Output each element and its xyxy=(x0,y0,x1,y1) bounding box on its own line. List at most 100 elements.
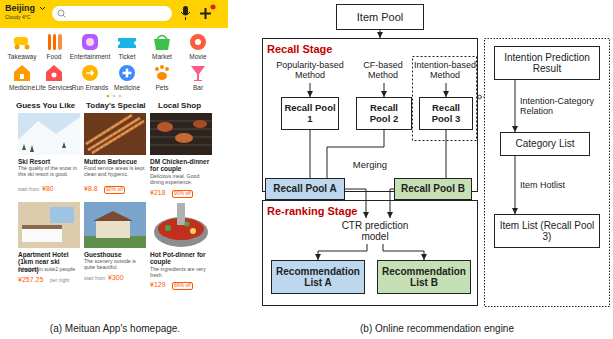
tab-label: Today's Special xyxy=(86,101,156,110)
card-title: DM Chicken-dinner for couple xyxy=(150,158,212,173)
life-services-icon xyxy=(52,73,57,78)
connector xyxy=(515,80,516,132)
price-note: start from xyxy=(18,187,44,193)
pool-box: Item Pool xyxy=(336,4,424,30)
movie-icon xyxy=(195,39,201,45)
chicken-photo xyxy=(175,133,193,143)
hotel-photo xyxy=(50,207,74,223)
errands-icon xyxy=(86,71,93,76)
takeaway-icon xyxy=(15,45,20,50)
connector xyxy=(446,130,447,178)
node-text: Intention Prediction Result xyxy=(497,52,597,75)
chicken-photo xyxy=(150,113,212,155)
movie-icon xyxy=(190,34,206,50)
price: ¥218 xyxy=(150,189,170,197)
icon-label: Pets xyxy=(139,84,185,91)
card-text: Delicious meal. Good dining experience. xyxy=(150,174,212,186)
ski-photo xyxy=(18,117,80,155)
food-icon xyxy=(58,34,62,50)
price: ¥129 xyxy=(150,281,170,289)
node-text: Recommendation List A xyxy=(274,266,362,289)
price-note: start from xyxy=(84,276,110,282)
icon-label: Life Services xyxy=(31,84,77,91)
barbecue-photo xyxy=(86,115,144,153)
discount-badge: 90% off xyxy=(104,186,125,194)
chicken-photo xyxy=(150,121,212,145)
icon-label: Medicine xyxy=(104,84,150,91)
node-text: Recall Pool 2 xyxy=(359,103,409,125)
search-box xyxy=(52,6,172,21)
merged-pool-box: Recall Pool B xyxy=(394,178,472,200)
tab-label: Local Shop xyxy=(158,101,220,110)
medicine-icon xyxy=(14,65,30,81)
mic-icon xyxy=(185,17,186,20)
node-text: Recall Pool B xyxy=(401,183,465,195)
ski-photo xyxy=(22,142,66,152)
hotel-photo xyxy=(18,202,80,248)
connector xyxy=(384,83,385,97)
plus-icon xyxy=(200,8,211,19)
hotpot-photo xyxy=(185,222,190,227)
pets-icon xyxy=(160,65,164,69)
stage-title: Recall Stage xyxy=(263,41,336,58)
recall-pool-box: Recall Pool 1 xyxy=(281,97,339,130)
discount-badge: 66% off xyxy=(172,282,193,290)
weather: Cloudy 4°C xyxy=(5,15,51,21)
city-name: Beijing xyxy=(5,3,41,13)
card-text: The scenery outside is quite beautiful. xyxy=(84,259,146,271)
result-list-box: Recommendation List A xyxy=(271,260,365,294)
page-dot xyxy=(113,95,116,98)
mic-icon xyxy=(183,6,188,15)
node-text: Recall Pool 1 xyxy=(284,103,336,125)
guesthouse-photo xyxy=(93,211,133,221)
price: ¥300 xyxy=(108,274,130,282)
page-dot xyxy=(107,95,110,98)
ski-photo xyxy=(18,113,80,155)
food-icon xyxy=(48,34,51,50)
hotpot-photo xyxy=(177,203,185,225)
method-text: Intention-based Method xyxy=(413,57,477,83)
errands-icon xyxy=(82,65,98,81)
ticket-icon xyxy=(118,38,136,48)
recall-pool-box: Recall Pool 2 xyxy=(356,97,412,130)
bar-icon xyxy=(191,66,205,81)
hotpot-photo xyxy=(165,225,171,231)
takeaway-icon xyxy=(25,45,30,50)
badge-dot xyxy=(211,5,216,10)
node-text: Item List (Recall Pool 3) xyxy=(497,220,597,243)
price: ¥80 xyxy=(42,185,64,193)
price: ¥257.25 xyxy=(18,276,50,284)
price-note: per night xyxy=(50,278,78,284)
process-box: Item List (Recall Pool 3) xyxy=(494,214,600,248)
connector xyxy=(310,83,311,97)
link-line xyxy=(481,97,484,98)
top-bar xyxy=(0,0,228,28)
chicken-photo xyxy=(193,120,207,128)
caption: (b) Online recommendation engine xyxy=(262,323,612,335)
medicine-icon xyxy=(119,65,135,81)
connector xyxy=(380,30,381,38)
hotpot-photo xyxy=(190,228,196,234)
icon-label: Market xyxy=(139,53,185,60)
guesthouse-photo xyxy=(84,202,146,248)
caption: (a) Meituan App's homepage. xyxy=(0,323,230,335)
entertainment-icon xyxy=(82,34,98,50)
medicine-icon xyxy=(20,74,24,79)
merged-pool-box: Recall Pool A xyxy=(265,178,345,200)
hotel-photo xyxy=(22,225,62,229)
icon-label: Entertainment xyxy=(67,53,113,60)
result-list-box: Recommendation List B xyxy=(377,260,471,294)
node-text: Popularity-based Method xyxy=(268,60,352,81)
search-icon xyxy=(63,15,66,18)
pets-icon xyxy=(157,72,167,80)
card-title: Guesthouse xyxy=(84,251,146,258)
food-icon xyxy=(53,34,56,50)
recall-pool-box: Recall Pool 3 xyxy=(419,97,473,130)
method-text: CF-based Method xyxy=(356,57,410,83)
icon-label: Movie xyxy=(175,53,221,60)
dotted-panel xyxy=(485,39,610,307)
life-services-icon xyxy=(46,65,62,81)
merge-label: Merging xyxy=(345,160,395,171)
stage-region: Re-ranking StageCTR prediction modelReco… xyxy=(262,200,478,306)
